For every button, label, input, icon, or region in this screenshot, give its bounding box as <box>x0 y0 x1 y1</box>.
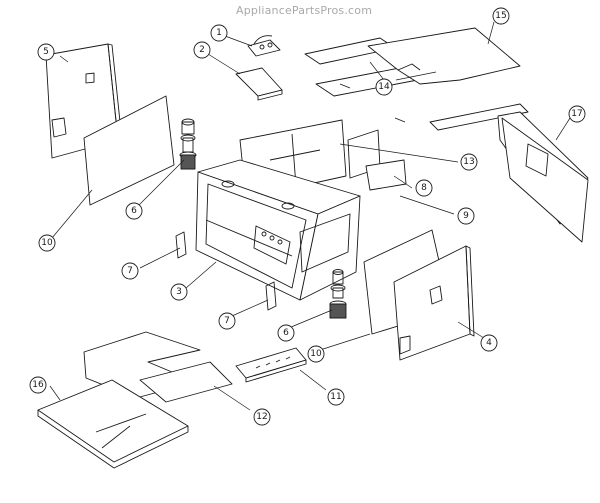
callout-13: 13 <box>463 157 474 167</box>
part-2-bracket <box>235 67 283 101</box>
callout-15: 15 <box>495 11 506 21</box>
callout-11: 11 <box>330 392 341 402</box>
callout-6-lower: 6 <box>283 328 289 338</box>
callout-9: 9 <box>463 211 469 221</box>
part-17-right-side-panel <box>497 111 589 243</box>
callout-17: 17 <box>571 109 582 119</box>
callout-7-upper: 7 <box>127 266 133 276</box>
callout-2: 2 <box>199 45 205 55</box>
part-6-cartridge-left <box>179 118 197 170</box>
part-16-bottom-pan <box>37 379 189 469</box>
callout-5: 5 <box>43 47 49 57</box>
callout-8: 8 <box>421 183 427 193</box>
callout-6-upper: 6 <box>131 206 137 216</box>
part-3-oven-cavity <box>195 159 361 301</box>
leader-lines <box>49 21 571 411</box>
part-15-top-panel <box>367 27 521 85</box>
part-1-switch-assembly <box>247 35 281 57</box>
part-11-control-strip <box>235 347 307 383</box>
part-7-clip-upper <box>175 231 187 259</box>
callout-10-left: 10 <box>41 238 53 248</box>
callout-16: 16 <box>32 380 44 390</box>
callout-7-lower: 7 <box>224 316 230 326</box>
callout-4: 4 <box>486 338 492 348</box>
part-6-cartridge-right <box>329 269 347 319</box>
part-14-insulation-strips <box>304 37 529 131</box>
part-4-front-panel <box>393 245 475 361</box>
callout-14: 14 <box>378 82 390 92</box>
callout-12: 12 <box>256 412 267 422</box>
part-10-left-insulation <box>83 95 175 206</box>
callout-10-right: 10 <box>310 349 322 359</box>
watermark: AppliancePartsPros.com <box>236 4 373 17</box>
part-8-heat-shield <box>347 129 407 191</box>
callout-1: 1 <box>216 28 222 38</box>
callout-3: 3 <box>176 287 182 297</box>
part-7-clip-lower <box>265 281 277 311</box>
callout-circles <box>29 7 586 426</box>
